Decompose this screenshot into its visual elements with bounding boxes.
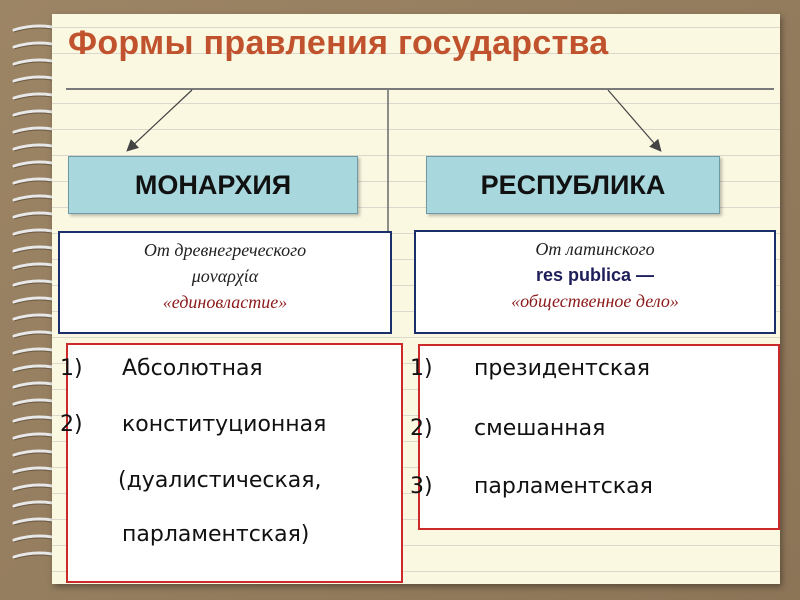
- republic-item-1-number: 1): [410, 356, 433, 381]
- monarchy-origin-word: μοναρχία: [60, 263, 390, 289]
- republic-origin-line: От латинского: [416, 236, 774, 262]
- monarchy-origin-line: От древнегреческого: [60, 237, 390, 263]
- arrow-to-republic: [608, 90, 660, 150]
- monarchy-origin-meaning: «единовластие»: [60, 289, 390, 315]
- monarchy-item-2-subtypes-a: (дуалистическая,: [118, 468, 322, 493]
- republic-etymology-box: От латинского res publica — «общественно…: [414, 230, 776, 334]
- republic-item-2: смешанная: [474, 416, 605, 441]
- republic-origin-meaning: «общественное дело»: [416, 288, 774, 314]
- republic-item-3: парламентская: [474, 474, 653, 499]
- republic-item-3-number: 3): [410, 474, 433, 499]
- monarchy-etymology-box: От древнегреческого μοναρχία «единовласт…: [58, 231, 392, 334]
- monarchy-item-2-number: 2): [60, 412, 83, 437]
- republic-item-2-number: 2): [410, 416, 433, 441]
- monarchy-item-1: Абсолютная: [122, 356, 263, 381]
- monarchy-item-2: конституционная: [122, 412, 326, 437]
- monarchy-item-1-number: 1): [60, 356, 83, 381]
- monarchy-item-2-subtypes-b: парламентская): [122, 522, 309, 547]
- monarchy-term-box: МОНАРХИЯ: [68, 156, 358, 214]
- arrow-to-monarchy: [128, 90, 192, 150]
- republic-term-box: РЕСПУБЛИКА: [426, 156, 720, 214]
- republic-origin-word: res publica —: [416, 262, 774, 288]
- republic-item-1: президентская: [474, 356, 650, 381]
